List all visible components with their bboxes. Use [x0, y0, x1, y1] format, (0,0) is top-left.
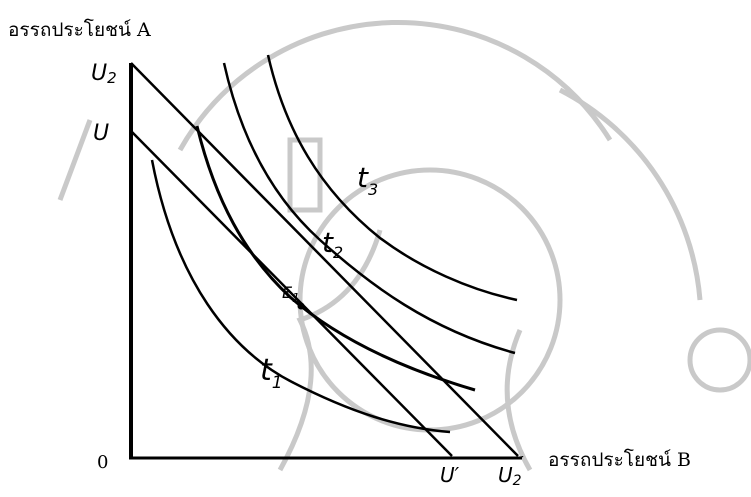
watermark-seal [57, 20, 751, 472]
frontier-line-u2 [130, 62, 519, 457]
point-e1 [297, 302, 305, 310]
curve-t2 [222, 62, 516, 355]
intercept-u-prime-label: U′ [440, 463, 460, 487]
x-axis-label: อรรถประโยชน์ B [548, 448, 691, 471]
axes [129, 63, 522, 460]
curve-t3 [266, 54, 518, 302]
curve-t1 [150, 159, 451, 434]
intercept-u2-label: U2 [91, 61, 117, 87]
intercept-u-label: U [93, 121, 109, 146]
point-e1-label: E1 [282, 283, 300, 305]
origin-label: 0 [97, 452, 108, 473]
curve-t3-label: t3 [357, 161, 378, 199]
y-axis-label: อรรถประโยชน์ A [8, 18, 151, 41]
curve-t1-label: t1 [260, 353, 283, 393]
intercept-u2-prime-label: U2′ [498, 453, 524, 489]
frontier-line-u [130, 130, 453, 457]
curve-t2-label: t2 [322, 226, 343, 262]
curve-through-e1 [195, 125, 476, 392]
